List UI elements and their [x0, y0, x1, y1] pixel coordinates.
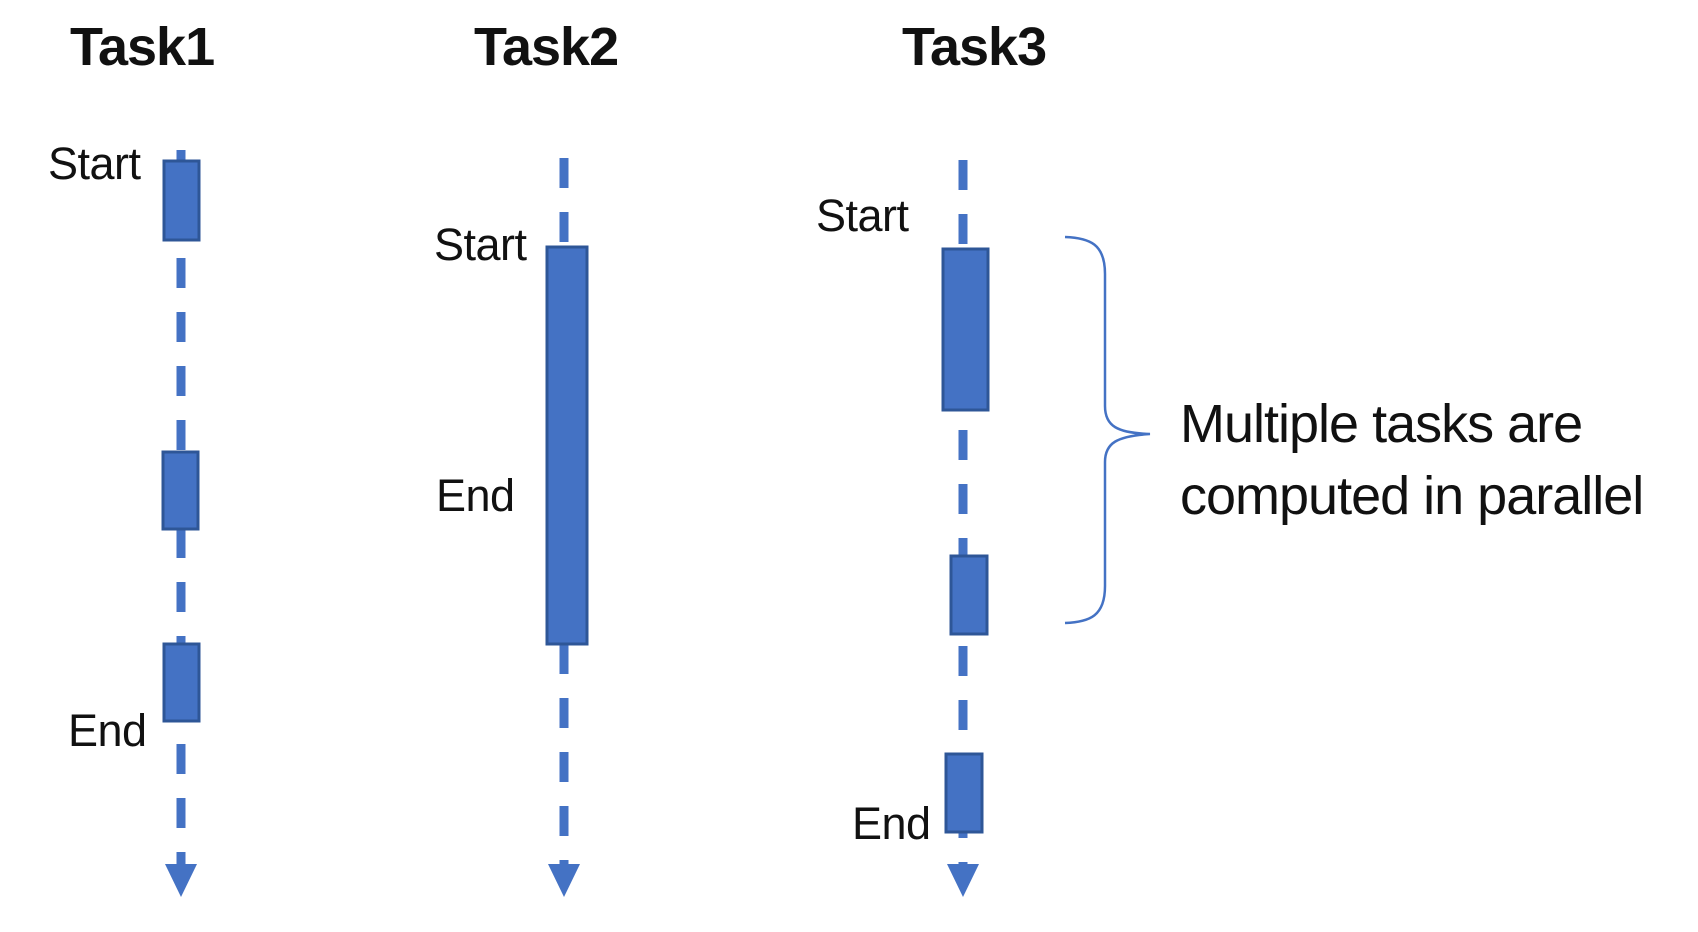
task1-execution-bar-1	[162, 159, 201, 242]
task1-end-label: End	[68, 705, 147, 756]
task2-timeline-group	[545, 158, 589, 897]
task1-start-label: Start	[48, 138, 141, 189]
task1-arrowhead-icon	[165, 864, 197, 897]
task2-arrowhead-icon	[548, 864, 580, 897]
task3-execution-bar-3	[944, 752, 984, 834]
annotation-line-1: Multiple tasks are	[1180, 394, 1583, 454]
task2-end-label: End	[436, 470, 515, 521]
task2-title: Task2	[474, 17, 619, 77]
task1-execution-bar-2	[161, 450, 200, 531]
task3-execution-bar-2	[949, 554, 989, 636]
task2-execution-bar	[545, 245, 589, 646]
annotation-line-2: computed in parallel	[1180, 466, 1644, 526]
task1-execution-bar-3	[162, 642, 201, 723]
task3-title: Task3	[902, 17, 1047, 77]
curly-brace	[1064, 235, 1151, 625]
task3-timeline-group	[941, 160, 990, 897]
task1-timeline-group	[161, 150, 201, 897]
task3-arrowhead-icon	[947, 864, 979, 897]
task3-start-label: Start	[816, 190, 909, 241]
parallel-annotation: Multiple tasks are computed in parallel	[1180, 388, 1644, 532]
task1-title: Task1	[70, 17, 215, 77]
task3-end-label: End	[852, 798, 931, 849]
task2-start-label: Start	[434, 219, 527, 270]
task3-execution-bar-1	[941, 247, 990, 412]
